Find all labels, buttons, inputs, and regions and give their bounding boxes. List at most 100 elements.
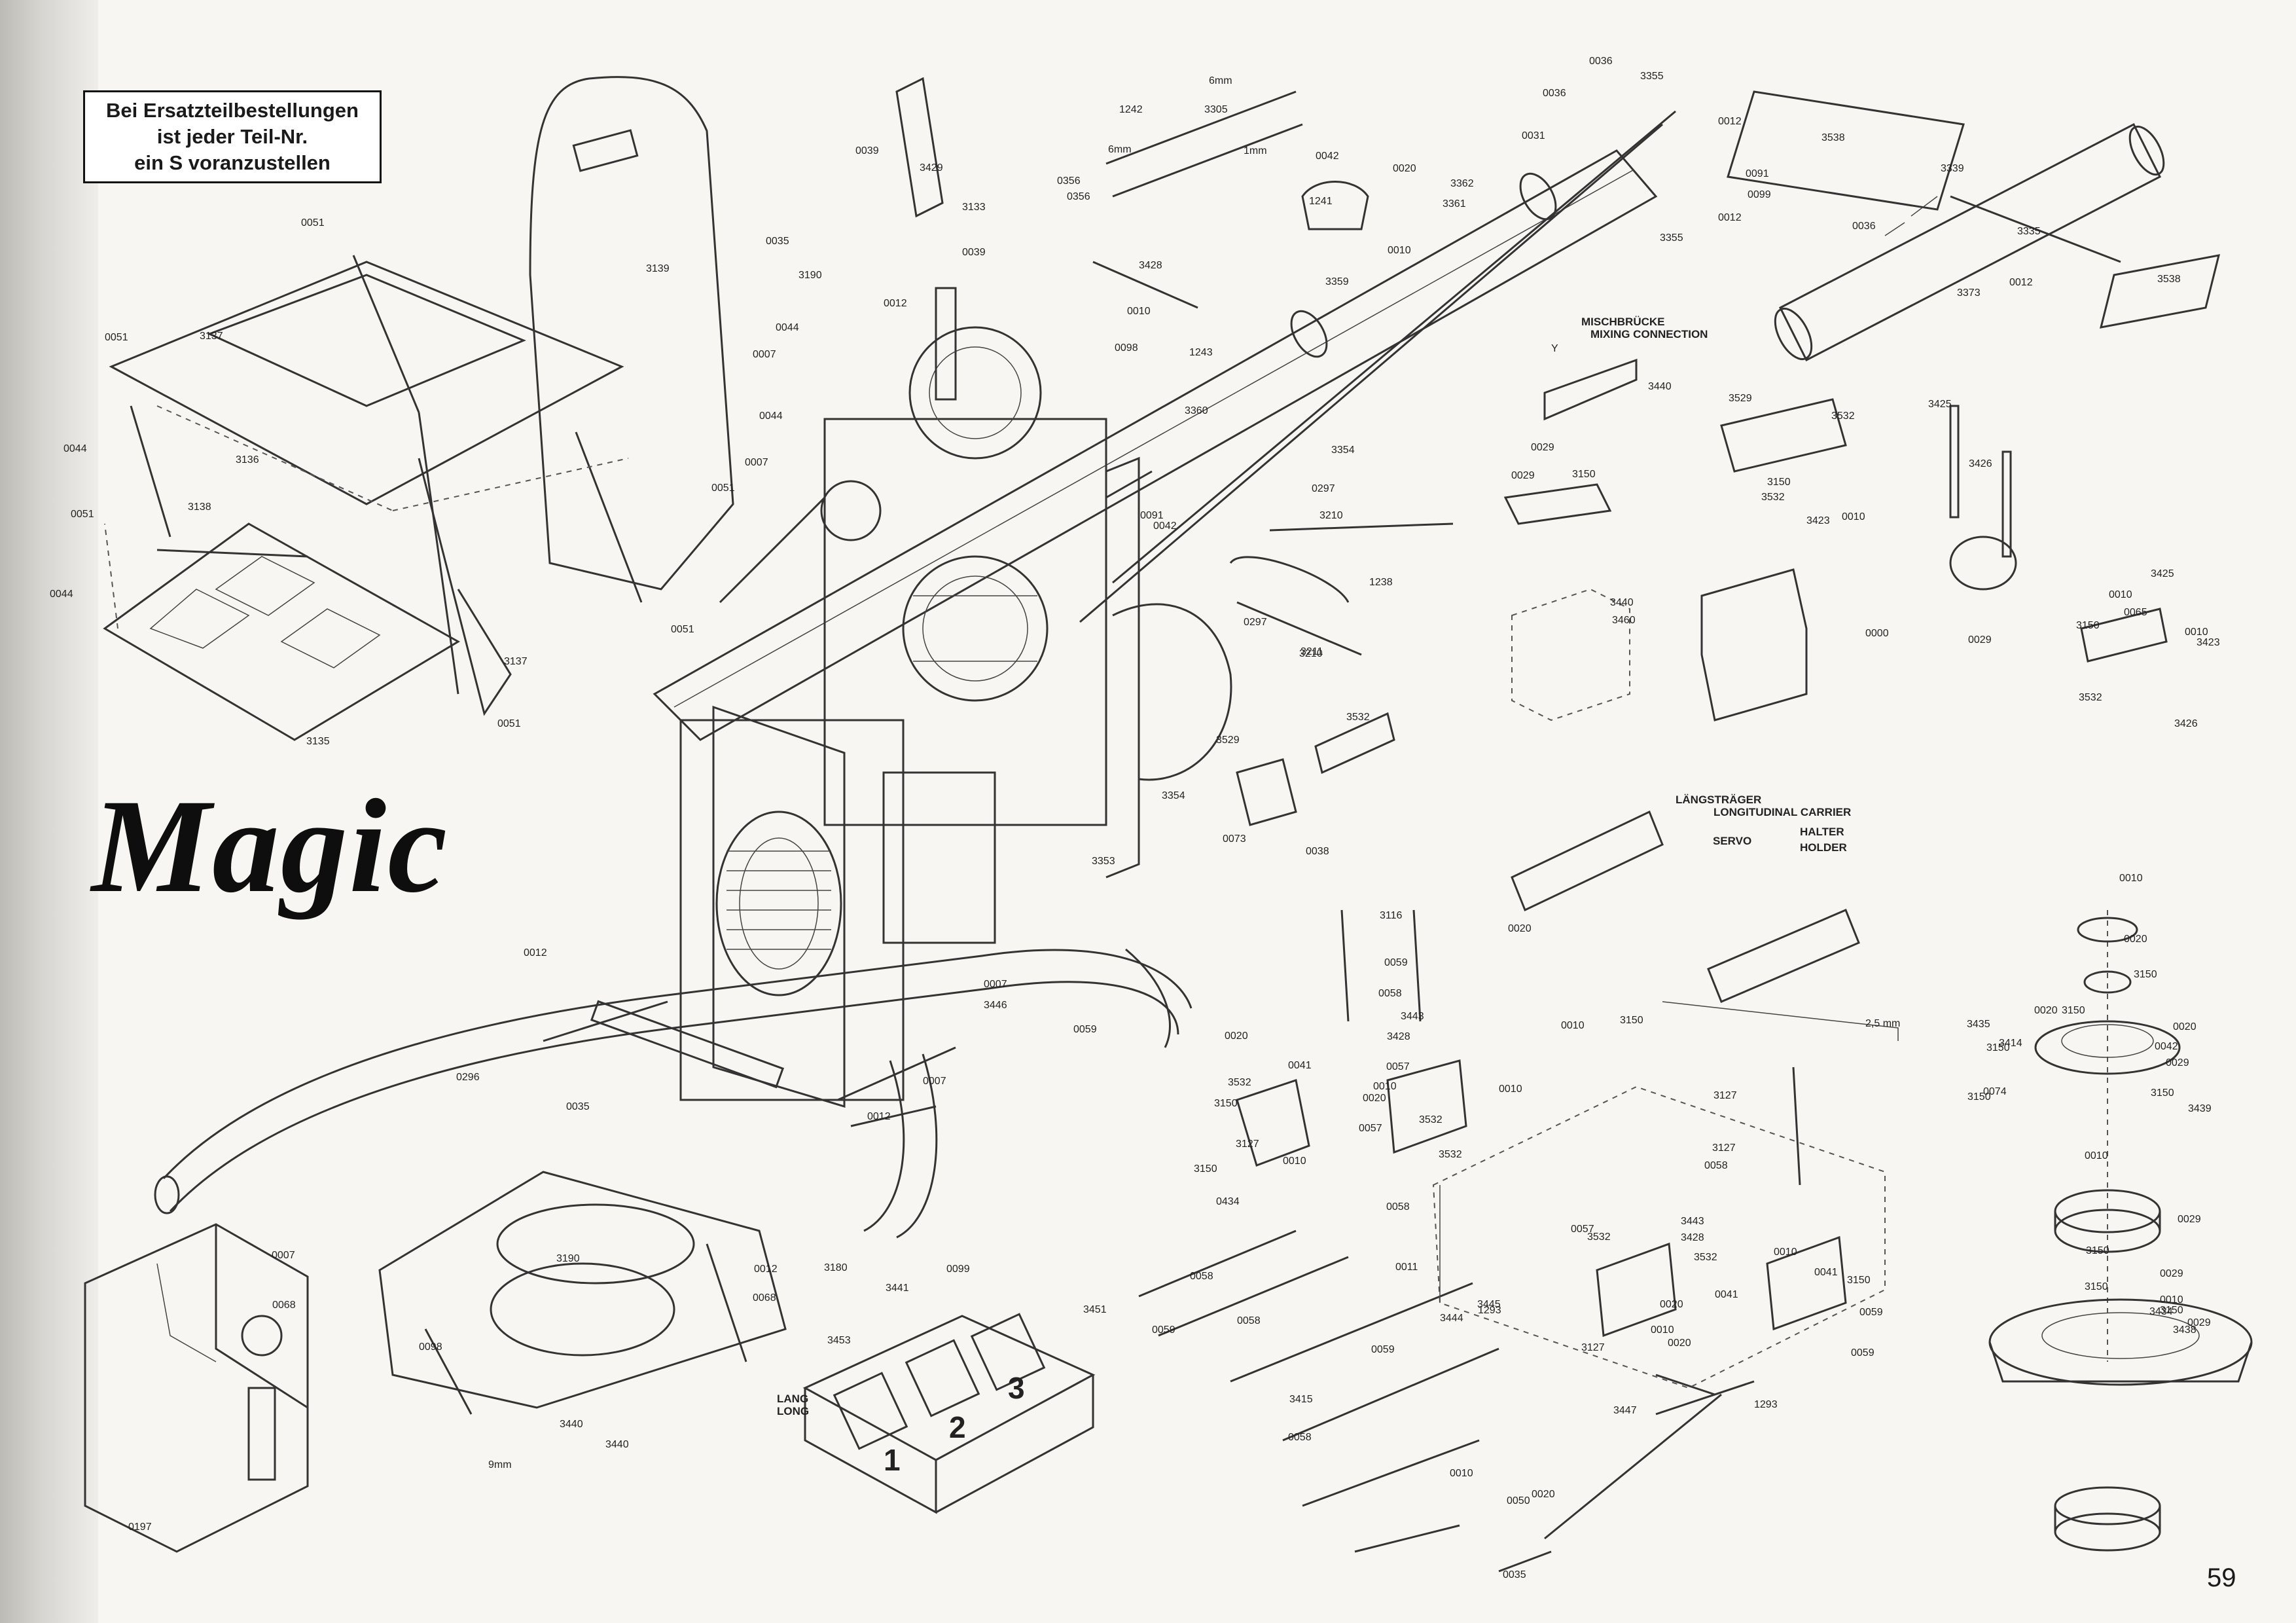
part-number-label: 3127	[1712, 1142, 1736, 1154]
mixing-servo	[1503, 358, 1808, 721]
part-number-label: 3353	[1092, 856, 1115, 867]
part-number-label: 3423	[2197, 637, 2220, 648]
main-mechanics	[679, 287, 1232, 1108]
part-number-label: 3532	[1694, 1252, 1717, 1263]
part-number-label: 0010	[2185, 627, 2208, 638]
part-number-label: 0012	[524, 947, 547, 958]
part-number-label: 3127	[1236, 1139, 1259, 1150]
part-number-label: 3150	[1194, 1163, 1217, 1175]
part-number-label: 0059	[1073, 1024, 1097, 1035]
caption-holder: HOLDER	[1800, 841, 1847, 854]
part-number-label: 0091	[1746, 168, 1769, 179]
part-number-label: 0058	[1237, 1315, 1261, 1326]
servo-numbers: 1 2 3	[884, 1371, 1025, 1477]
part-number-label: 0010	[1499, 1084, 1522, 1095]
part-number-label: 0296	[456, 1072, 480, 1083]
part-number-label: 3438	[2173, 1324, 2197, 1336]
part-number-label: 0012	[1718, 116, 1742, 127]
part-number-label: 3415	[1289, 1394, 1313, 1405]
part-number-label: 0007	[923, 1076, 946, 1087]
part-number-label: 3428	[1139, 260, 1162, 271]
part-number-label: 3453	[827, 1335, 851, 1346]
part-number-label: 1293	[1478, 1305, 1501, 1316]
part-number-label: 3460	[1612, 615, 1636, 626]
part-number-label: 0039	[855, 145, 879, 156]
part-number-label: 1241	[1309, 196, 1333, 207]
part-number-label: 0035	[566, 1101, 590, 1112]
part-number-label: 3150	[1967, 1091, 1991, 1103]
part-number-label: 3150	[1214, 1098, 1238, 1109]
part-number-label: 3116	[1380, 910, 1403, 921]
part-number-label: 0010	[2119, 873, 2143, 884]
part-number-label: 0029	[1968, 634, 1992, 646]
part-number-label: 3532	[1587, 1231, 1611, 1243]
part-number-label: 3150	[2085, 1281, 2108, 1292]
dim-1mm: 1mm	[1244, 145, 1267, 156]
part-number-label: 0010	[2109, 589, 2132, 600]
part-number-label: 3532	[2079, 692, 2102, 703]
part-number-label: 0020	[2124, 934, 2147, 945]
part-number-label: 3190	[798, 270, 822, 281]
part-number-label: 0059	[1371, 1344, 1395, 1355]
part-number-label: 3339	[1941, 163, 1964, 174]
part-number-label: 3362	[1450, 178, 1474, 189]
part-number-label: 0058	[1386, 1201, 1410, 1213]
part-number-label: 0038	[1306, 846, 1329, 857]
part-number-label: 0007	[753, 349, 776, 360]
part-number-label: 0098	[1115, 342, 1138, 354]
part-number-label: 0020	[1532, 1489, 1555, 1500]
part-number-label: 0042	[2155, 1041, 2178, 1052]
landing-skids	[154, 948, 1193, 1239]
part-number-label: 3360	[1185, 405, 1208, 416]
part-number-label: 3335	[2017, 226, 2041, 237]
part-number-label: 3354	[1162, 790, 1185, 801]
tail-gearbox	[1720, 398, 2168, 663]
part-number-label: 3355	[1660, 232, 1683, 244]
part-number-label: 0020	[1225, 1030, 1248, 1042]
part-number-label: 0020	[2173, 1021, 2197, 1032]
part-number-label: 3190	[556, 1253, 580, 1264]
part-number-label: 0068	[272, 1300, 296, 1311]
part-number-label: 0010	[1127, 306, 1151, 317]
part-number-label: 0058	[1704, 1160, 1728, 1171]
part-number-label: 3137	[504, 656, 528, 667]
part-number-label: 0099	[946, 1264, 970, 1275]
part-number-label: 3441	[886, 1283, 909, 1294]
control-linkages	[543, 909, 1847, 1573]
part-number-label: 3443	[1681, 1216, 1704, 1227]
part-number-label: 0098	[419, 1341, 442, 1353]
part-number-label: 0010	[1283, 1156, 1306, 1167]
part-number-label: 0020	[2034, 1005, 2058, 1016]
upper-small-parts	[895, 77, 1454, 826]
caption-halter: HALTER	[1800, 826, 1844, 838]
part-number-label: 3150	[2151, 1087, 2174, 1099]
part-number-label: 0039	[962, 247, 986, 258]
servo-number-3: 3	[1008, 1371, 1025, 1405]
part-number-label: 0297	[1312, 483, 1335, 494]
part-number-label: 0057	[1386, 1061, 1410, 1072]
part-number-label: 0074	[1983, 1086, 2007, 1097]
part-number-label: 0059	[1384, 957, 1408, 968]
part-number-label: 0099	[1748, 189, 1771, 200]
part-number-label: 3359	[1325, 276, 1349, 287]
part-number-label: 0036	[1852, 221, 1876, 232]
part-number-label: 3439	[2188, 1103, 2212, 1114]
part-number-label: 0057	[1571, 1224, 1594, 1235]
part-number-label: 0356	[1067, 191, 1090, 202]
part-number-label: 0012	[884, 298, 907, 309]
part-number-label: 0010	[2085, 1150, 2108, 1161]
part-number-label: 0058	[1190, 1271, 1213, 1282]
part-number-label: 0029	[2166, 1057, 2189, 1068]
dim-9mm: 9mm	[488, 1459, 512, 1470]
ordering-note: Bei Ersatzteilbestellungen ist jeder Tei…	[83, 90, 382, 183]
dim-6mm-a: 6mm	[1108, 144, 1132, 155]
part-number-label: 0020	[1660, 1299, 1683, 1310]
part-number-label: 0012	[867, 1111, 891, 1122]
caption-mixing-de: MISCHBRÜCKE	[1581, 316, 1665, 328]
part-number-label: 0010	[2160, 1294, 2183, 1305]
part-number-label: 3428	[1681, 1232, 1704, 1243]
part-number-label: 0068	[753, 1292, 776, 1304]
part-number-label: 0434	[1216, 1196, 1240, 1207]
part-number-label: 0010	[1388, 245, 1411, 256]
part-number-label: 3529	[1216, 735, 1240, 746]
